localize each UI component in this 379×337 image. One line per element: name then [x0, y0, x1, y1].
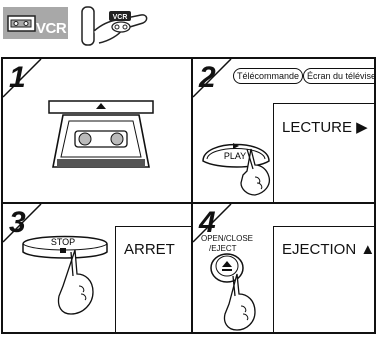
play-button-illustration: PLAY [197, 119, 281, 199]
step-number: 1 [9, 63, 26, 93]
pointing-hand-icon [59, 250, 94, 314]
lecture-label: LECTURE ▶ [273, 103, 374, 202]
remote-control-vcr-icon: VCR [79, 3, 151, 49]
svg-text:STOP: STOP [51, 237, 75, 247]
video-cassette-icon [41, 99, 161, 179]
arret-label: ARRET [115, 226, 191, 332]
step-2-panel: 2 Télécommande Écran du téléviseur LECTU… [193, 59, 374, 202]
vcr-mode-badge: VCR [3, 7, 68, 39]
svg-text:PLAY: PLAY [224, 151, 246, 161]
remote-control-bubble: Télécommande [233, 68, 303, 84]
remote-vcr-tag: VCR [113, 14, 128, 21]
vcr-badge-text: VCR [36, 20, 66, 37]
step-1-panel: 1 [3, 59, 191, 202]
step-3-panel: 3 ARRET STOP [3, 204, 191, 332]
tv-screen-bubble: Écran du téléviseur [303, 68, 374, 84]
instruction-grid: 1 2 Télécommande Écran du téléviseur LEC… [1, 57, 376, 334]
open-close-label: OPEN/CLOSE [201, 234, 253, 243]
vcr-cassette-icon [7, 10, 37, 36]
ejection-label: EJECTION ▲ [273, 226, 374, 332]
step-number: 2 [199, 63, 216, 93]
step-4-panel: 4 OPEN/CLOSE /EJECT EJECTION ▲ [193, 204, 374, 332]
stop-button-illustration: STOP [17, 230, 113, 330]
eject-button-illustration [199, 252, 275, 332]
